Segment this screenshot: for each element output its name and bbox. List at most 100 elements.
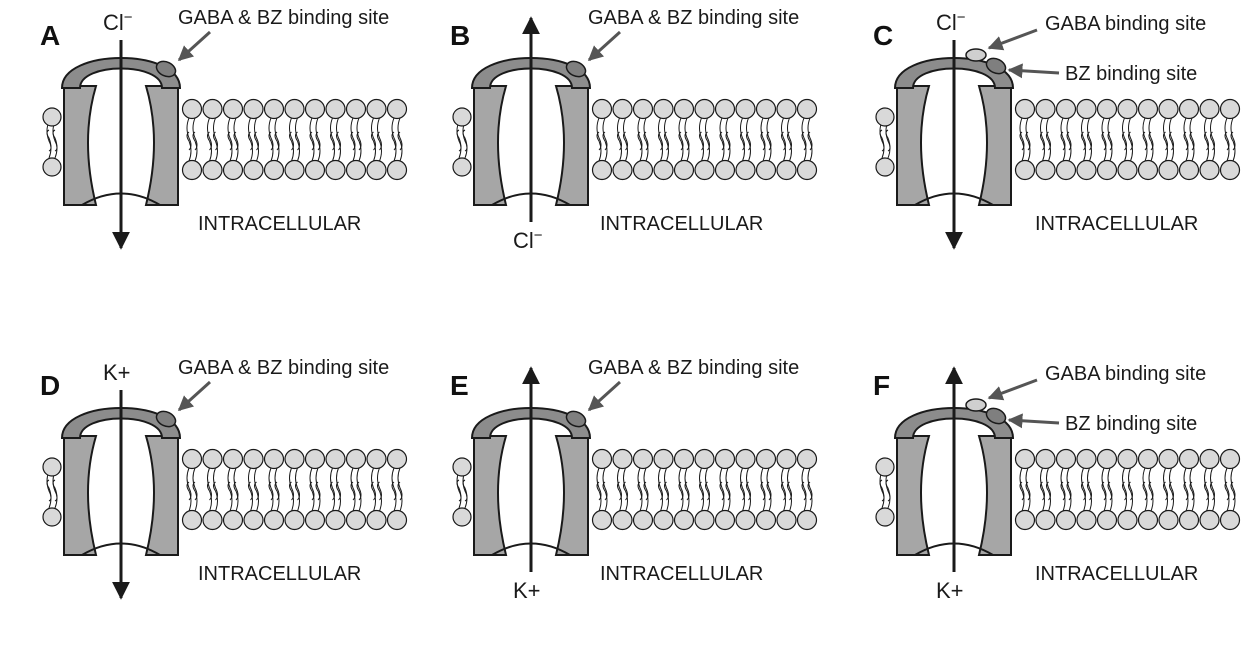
lipid-head <box>1178 448 1200 470</box>
lipid-head <box>875 507 895 527</box>
lipid-heads <box>875 448 1241 531</box>
lipid-head <box>284 448 305 470</box>
lipid-head <box>304 159 326 181</box>
lipid-head <box>243 159 264 181</box>
lipid-bilayer <box>875 448 1241 531</box>
lipid-head <box>1137 98 1159 120</box>
lipid-head <box>776 509 797 531</box>
ion-label: Cl− <box>513 227 543 253</box>
lipid-head <box>653 509 674 531</box>
lipid-bilayer <box>875 98 1241 181</box>
lipid-tails <box>46 117 403 162</box>
lipid-head <box>263 509 285 531</box>
binding-site-pointer <box>177 380 212 412</box>
lipid-head <box>304 448 326 470</box>
bz-binding-site-pointer <box>1007 413 1060 429</box>
lipid-head <box>1158 159 1179 181</box>
lipid-head <box>243 98 264 120</box>
lipid-head <box>386 98 408 120</box>
lipid-head <box>1178 98 1200 120</box>
gaba-bz-binding-site <box>155 60 177 78</box>
lipid-head <box>694 448 715 470</box>
ion-label: K+ <box>103 360 131 385</box>
gaba-bz-binding-site <box>565 410 587 428</box>
lipid-head <box>202 98 223 120</box>
lipid-head <box>1076 159 1097 181</box>
lipid-head <box>755 448 777 470</box>
lipid-head <box>304 98 326 120</box>
lipid-head <box>1055 159 1077 181</box>
lipid-head <box>714 159 736 181</box>
lipid-tails <box>879 117 1236 162</box>
lipid-head <box>591 98 613 120</box>
bz-binding-site <box>985 407 1007 425</box>
lipid-head <box>1199 448 1220 470</box>
lipid-head <box>452 157 472 177</box>
binding-sites <box>565 410 587 428</box>
lipid-head <box>735 98 756 120</box>
lipid-head <box>181 509 203 531</box>
ion-label: Cl− <box>936 9 966 35</box>
panel-letter: C <box>873 20 893 51</box>
channel-left-subunit <box>473 435 508 556</box>
binding-site-pointer <box>587 380 622 412</box>
lipid-head <box>1076 448 1097 470</box>
channel-left-subunit <box>896 85 931 206</box>
lipid-head <box>1035 159 1056 181</box>
binding-sites <box>155 410 177 428</box>
lipid-head <box>1137 448 1159 470</box>
lipid-head <box>1096 448 1118 470</box>
binding-sites <box>965 398 1007 425</box>
panel-letter: F <box>873 370 890 401</box>
lipid-head <box>263 159 285 181</box>
binding-site-label: GABA & BZ binding site <box>178 7 389 29</box>
lipid-tails <box>46 467 403 512</box>
lipid-head <box>875 107 895 127</box>
lipid-head <box>1219 509 1241 531</box>
gaba-bz-binding-site <box>155 410 177 428</box>
lipid-head <box>735 509 756 531</box>
channel-left-subunit <box>896 435 931 556</box>
lipid-head <box>875 457 895 477</box>
lipid-head <box>42 507 62 527</box>
binding-site-label: GABA & BZ binding site <box>588 7 799 29</box>
channel-right-subunit <box>144 85 179 206</box>
intracellular-label: INTRACELLULAR <box>198 213 361 235</box>
gaba-binding-site-label: GABA binding site <box>1045 363 1206 385</box>
ion-symbol: K+ <box>513 578 541 603</box>
lipid-head <box>222 159 244 181</box>
lipid-head <box>452 457 472 477</box>
lipid-head <box>632 98 654 120</box>
ion-label: Cl− <box>103 9 133 35</box>
lipid-head <box>673 448 695 470</box>
lipid-head <box>222 448 244 470</box>
channel-right-subunit <box>554 435 589 556</box>
lipid-head <box>1055 98 1077 120</box>
lipid-head <box>755 509 777 531</box>
lipid-head <box>1158 448 1179 470</box>
lipid-bilayer <box>452 448 818 531</box>
channel-right-subunit <box>554 85 589 206</box>
lipid-head <box>452 507 472 527</box>
lipid-head <box>1117 448 1138 470</box>
lipid-bilayer <box>42 448 408 531</box>
lipid-head <box>612 159 633 181</box>
lipid-head <box>755 98 777 120</box>
lipid-head <box>796 98 818 120</box>
lipid-tails <box>879 467 1236 512</box>
lipid-head <box>755 159 777 181</box>
lipid-head <box>694 159 715 181</box>
ion-charge: − <box>534 227 543 244</box>
lipid-tails <box>456 117 813 162</box>
channel-left-subunit <box>63 85 98 206</box>
binding-sites <box>965 48 1007 75</box>
lipid-head <box>632 448 654 470</box>
lipid-head <box>1096 98 1118 120</box>
binding-site-label: GABA & BZ binding site <box>588 357 799 379</box>
bz-binding-site-pointer <box>1007 63 1060 79</box>
gaba-binding-site-label: GABA binding site <box>1045 13 1206 35</box>
lipid-head <box>776 98 797 120</box>
lipid-head <box>42 157 62 177</box>
lipid-head <box>243 509 264 531</box>
